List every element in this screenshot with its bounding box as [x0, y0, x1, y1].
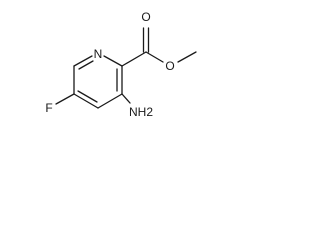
- carbonyl-oxygen-label: O: [141, 10, 150, 24]
- bond-c3-amino: [121, 93, 131, 104]
- bond-n1-c2: [103, 55, 123, 67]
- bond-c6-n1: [73, 55, 93, 67]
- fluorine-label: F: [45, 101, 52, 115]
- bond-carbonyl-ester-oxygen: [145, 51, 164, 63]
- bond-c6-n1-inner: [78, 60, 94, 70]
- bond-c4-c5-inner: [77, 90, 98, 103]
- bond-c2-carbonyl-carbon: [121, 51, 147, 67]
- molecule-diagram: N O O F NH2: [45, 10, 197, 119]
- bond-c4-c5: [73, 93, 99, 109]
- amino-label: NH2: [129, 105, 153, 119]
- bond-ester-oxygen-methyl: [177, 51, 197, 63]
- ester-oxygen-label: O: [165, 59, 174, 73]
- ring-nitrogen-label: N: [94, 47, 103, 61]
- bond-c3-c4: [97, 93, 123, 109]
- bond-c5-fluorine: [55, 93, 75, 105]
